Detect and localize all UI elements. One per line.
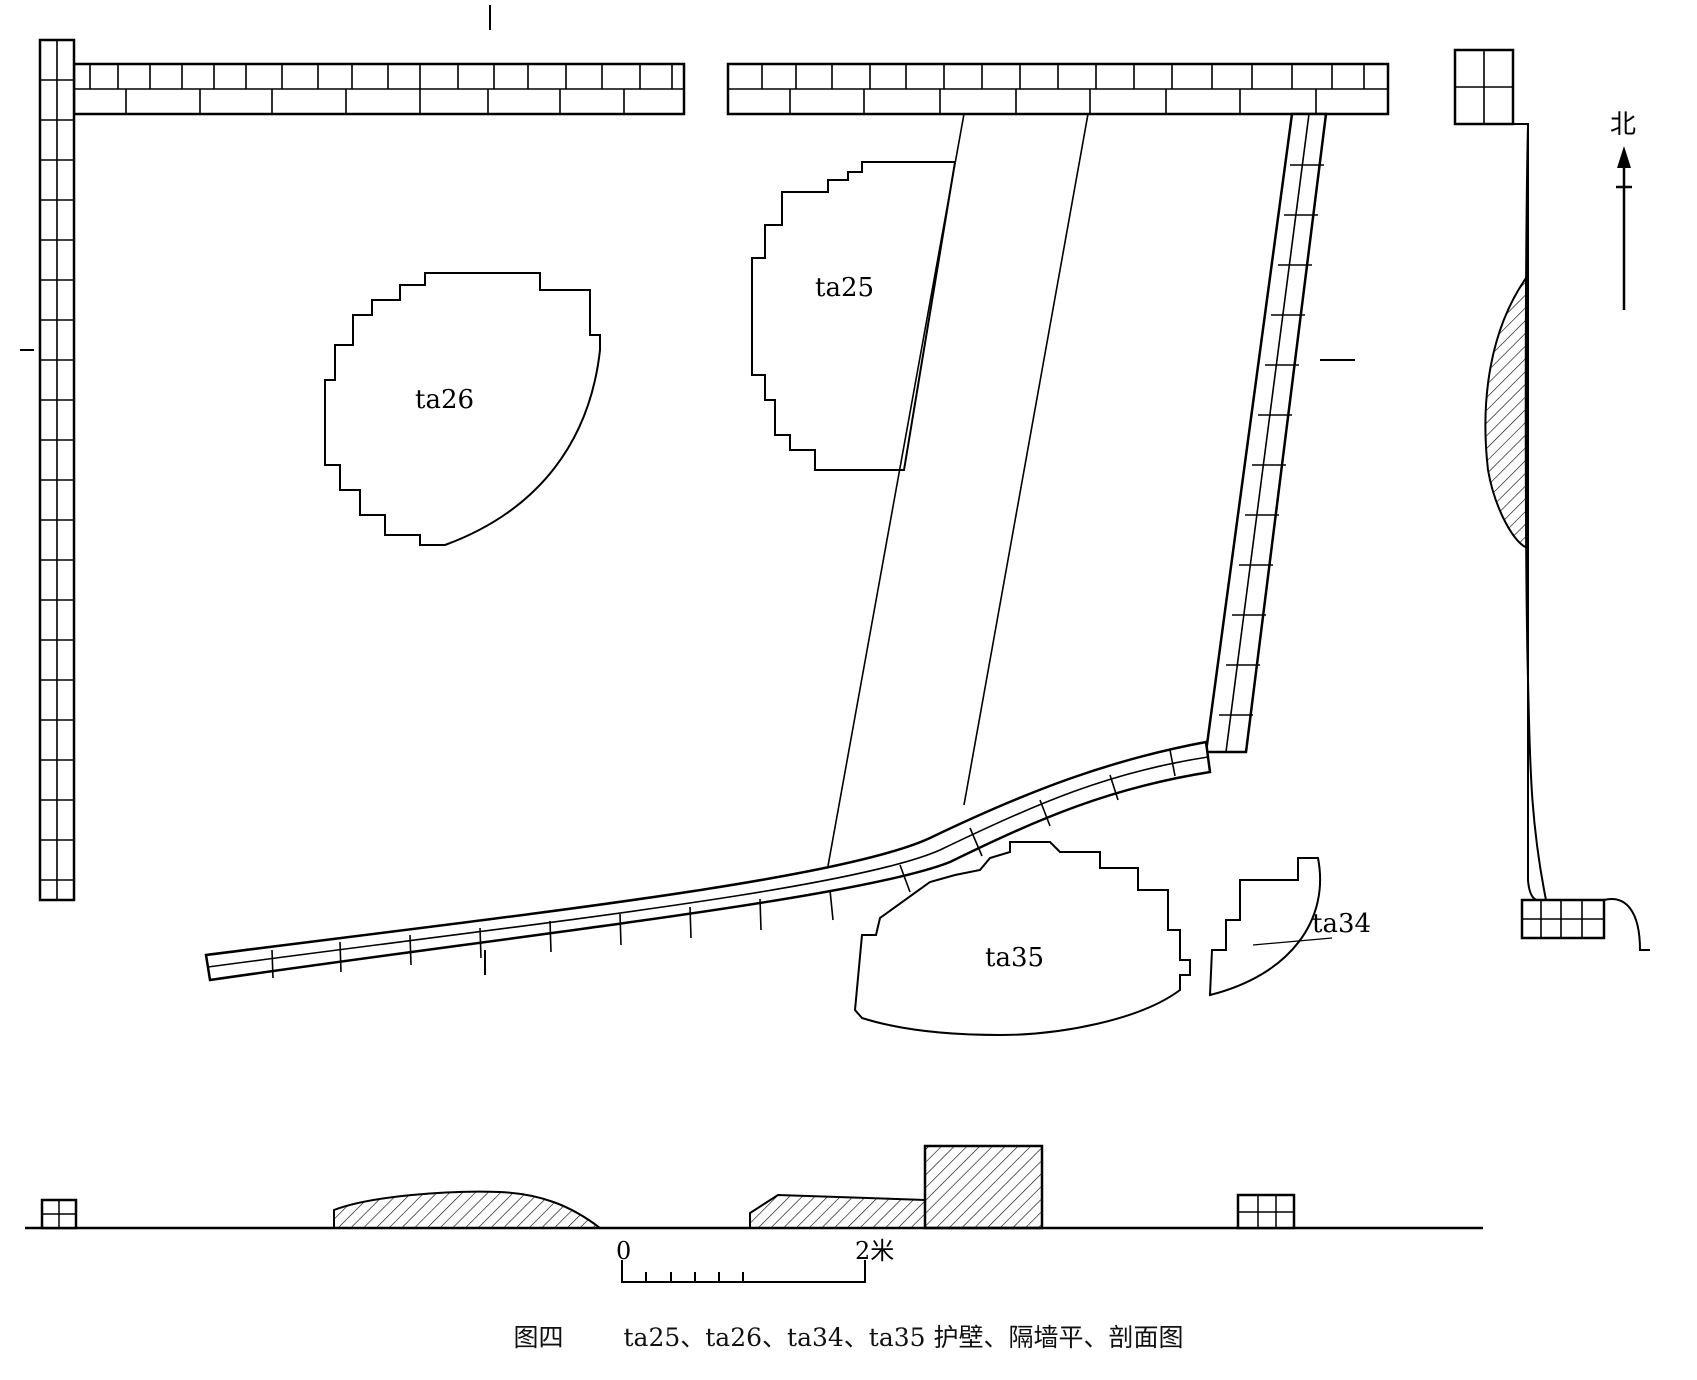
- pit-ta26: [324, 272, 601, 546]
- figure-caption: 图四 ta25、ta26、ta34、ta35 护壁、隔墙平、剖面图: [0, 1318, 1697, 1354]
- north-wall-west: [72, 62, 686, 116]
- section-ticks: [20, 5, 1355, 975]
- figure-number: 图四: [513, 1323, 564, 1352]
- ta34-leader: [1252, 937, 1333, 946]
- section-block: [923, 1144, 1044, 1230]
- figure-title: ta25、ta26、ta34、ta35 护壁、隔墙平、剖面图: [623, 1323, 1184, 1352]
- section-mound-1: [333, 1190, 603, 1229]
- label-ta25: ta25: [815, 273, 874, 303]
- section-view: [25, 1144, 1483, 1230]
- west-wall: [38, 38, 76, 902]
- north-arrow: [1616, 146, 1632, 310]
- scale-bar: [621, 1260, 866, 1283]
- partition-wall: [204, 740, 1212, 982]
- pit-ta35: [853, 841, 1191, 1037]
- pit-ta25: [751, 161, 957, 471]
- label-ta34: ta34: [1312, 909, 1371, 939]
- label-ta35: ta35: [985, 943, 1044, 973]
- plan-view: [20, 5, 1650, 1037]
- side-section: [1453, 48, 1650, 951]
- pit-ta34: [1208, 857, 1322, 997]
- corridor-lines: [827, 113, 1089, 867]
- north-wall-east: [726, 62, 1390, 116]
- north-label: 北: [1610, 110, 1636, 140]
- section-mound-2: [749, 1193, 926, 1229]
- east-wall: [1204, 112, 1328, 754]
- label-ta26: ta26: [415, 385, 474, 415]
- scale-end-label: 2米: [855, 1237, 894, 1265]
- scale-start-label: 0: [616, 1237, 631, 1265]
